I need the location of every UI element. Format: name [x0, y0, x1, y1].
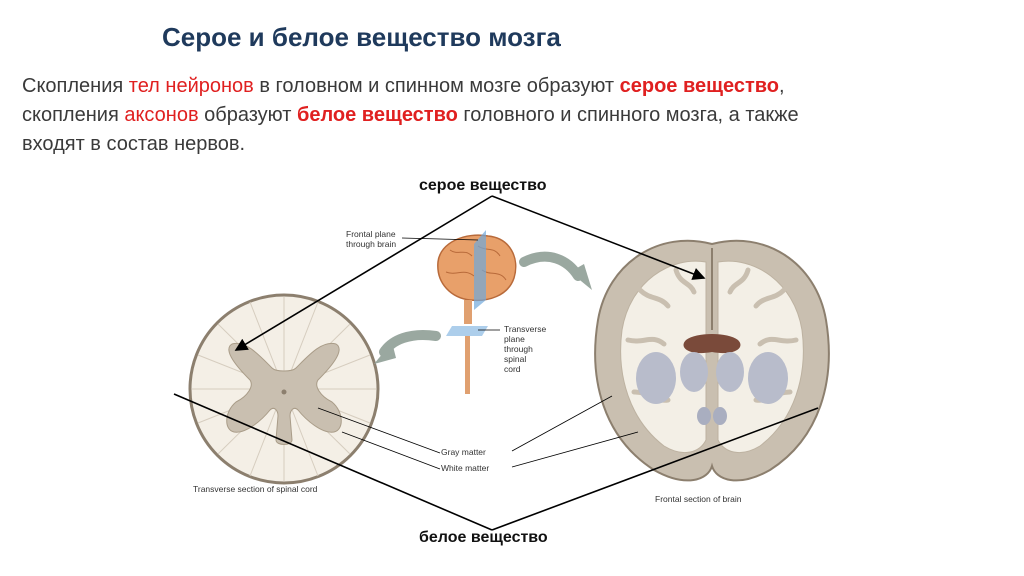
- basal-ganglia-left: [636, 352, 676, 404]
- transverse-plane-line-3: through: [504, 344, 533, 354]
- nucleus-left: [697, 407, 711, 425]
- highlight-axons: аксонов: [124, 104, 199, 126]
- small-leader-lines: [317, 237, 639, 470]
- transverse-plane-line-1: Transverse: [504, 324, 547, 334]
- transverse-plane-line-4: spinal: [504, 354, 527, 364]
- arrow-to-brain-head: [570, 264, 592, 290]
- frontal-plane: [474, 230, 486, 310]
- central-canal: [281, 389, 287, 395]
- text-segment: ,: [779, 75, 785, 97]
- label-gray-matter-ru: серое вещество: [419, 177, 547, 194]
- thalamus-left: [680, 352, 708, 392]
- label-white-matter-en: White matter: [441, 463, 490, 473]
- text-segment: образуют: [198, 104, 297, 126]
- transverse-plane-line-5: cord: [504, 364, 521, 374]
- label-leader-lines: [173, 195, 819, 531]
- label-white-matter-ru: белое вещество: [419, 529, 548, 546]
- arrow-to-brain: [519, 251, 583, 281]
- paragraph-line-3: входят в состав нервов.: [22, 130, 1012, 159]
- paragraph-line-1: Скопления тел нейронов в головном и спин…: [22, 72, 1012, 101]
- highlight-gray-matter: серое вещество: [619, 75, 780, 97]
- text-segment: скопления: [22, 104, 125, 126]
- brain-section: [594, 239, 830, 482]
- ventricles: [683, 334, 741, 354]
- transverse-plane-line-2: plane: [504, 334, 525, 344]
- frontal-plane-line-1: Frontal plane: [346, 229, 396, 239]
- text-segment: входят в состав нервов.: [22, 133, 246, 155]
- highlight-white-matter: белое вещество: [296, 104, 458, 126]
- spinal-cord-section: [188, 293, 380, 485]
- transverse-plane: [446, 326, 488, 336]
- basal-ganglia-right: [748, 352, 788, 404]
- caption-brain-section: Frontal section of brain: [655, 494, 742, 504]
- brain-stem: [464, 300, 472, 324]
- slide-title: Серое и белое вещество мозга: [162, 22, 561, 52]
- text-segment: головного и спинного мозга, а также: [457, 104, 799, 126]
- brain-spinal-illustration: [437, 230, 517, 394]
- text-segment: в головном и спинном мозге образуют: [253, 75, 620, 97]
- label-gray-matter-en: Gray matter: [441, 447, 486, 457]
- description-paragraph: Скопления тел нейронов в головном и спин…: [22, 72, 1012, 159]
- thalamus-right: [716, 352, 744, 392]
- label-frontal-plane: Frontal plane through brain: [346, 229, 396, 249]
- arrow-to-spinal-head: [374, 342, 396, 364]
- small-spinal-cord: [465, 336, 470, 394]
- nucleus-right: [713, 407, 727, 425]
- frontal-plane-line-2: through brain: [346, 239, 397, 249]
- label-transverse-plane: Transverse plane through spinal cord: [504, 324, 546, 374]
- caption-spinal-section: Transverse section of spinal cord: [193, 484, 318, 494]
- highlight-neuron-bodies: тел нейронов: [128, 75, 254, 97]
- paragraph-line-2: скопления аксонов образуют белое веществ…: [22, 101, 1012, 130]
- text-segment: Скопления: [22, 75, 129, 97]
